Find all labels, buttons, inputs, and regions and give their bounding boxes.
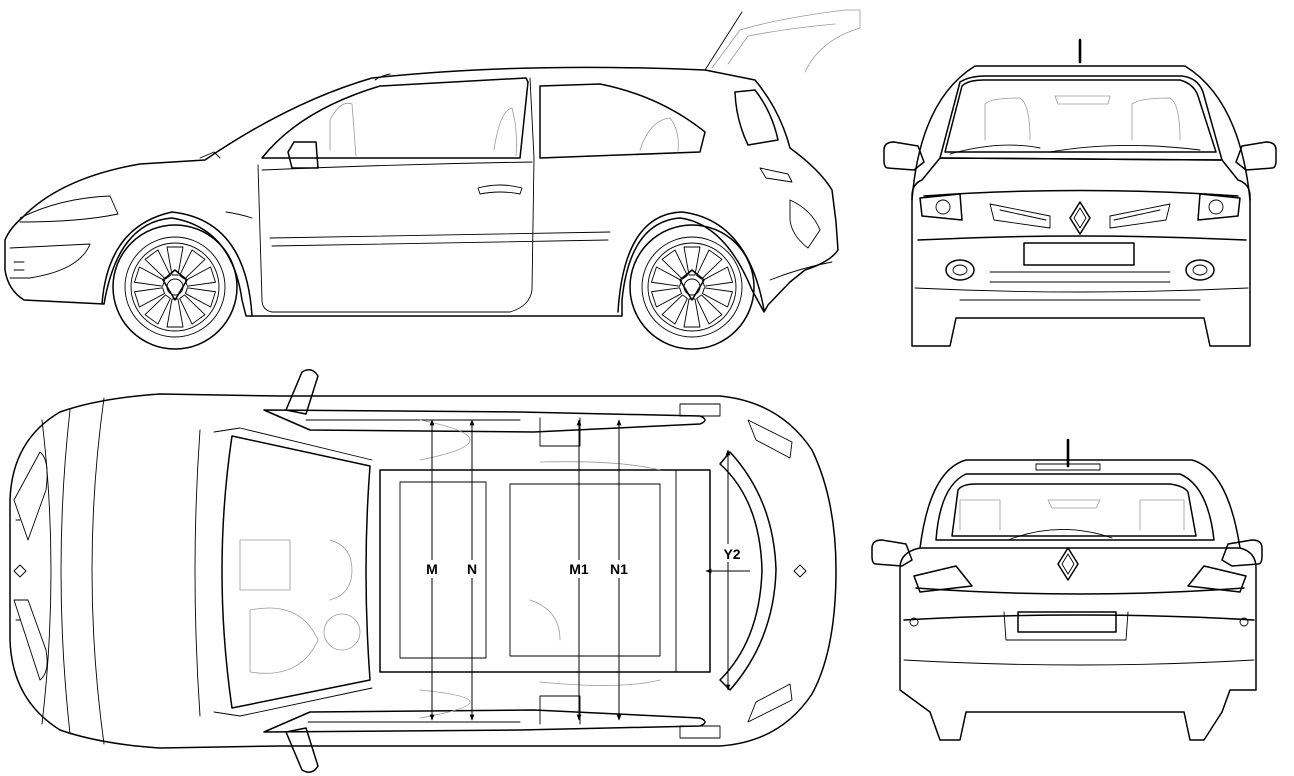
rear-plate [1017,611,1117,633]
top-mirror-left [285,369,319,415]
side-view [4,9,861,350]
top-sunroof [379,469,711,673]
rear-view [871,438,1263,741]
dim-label-m1: M1 [569,561,589,577]
side-window-quarter [734,89,779,146]
side-mirror [287,141,319,169]
front-mirror-right [1235,141,1277,171]
top-windshield [221,435,371,709]
top-view: M N M1 N1 Y2 [9,369,837,773]
side-window-rear [539,83,706,159]
top-body-outline [9,393,837,749]
front-logo-icon [1069,201,1091,235]
rear-mirror-right [1221,539,1263,567]
rear-mirror-left [871,539,913,567]
top-front-logo-icon [13,564,27,578]
rear-logo-icon [1057,547,1079,581]
front-mirror-left [883,141,925,171]
dim-label-m: M [426,561,438,577]
dim-label-y2: Y2 [723,546,740,562]
front-windshield [944,79,1217,153]
side-front-wheel [112,224,238,350]
side-rear-wheel [629,224,755,350]
side-window-front [261,77,529,159]
dim-label-n1: N1 [610,561,628,577]
side-body-outline [4,66,839,317]
front-view [883,38,1277,347]
top-mirror-right [285,727,319,773]
rear-window [935,473,1215,541]
dim-label-n: N [467,561,477,577]
top-rear-logo-icon [793,564,807,578]
front-plate [1023,242,1135,266]
